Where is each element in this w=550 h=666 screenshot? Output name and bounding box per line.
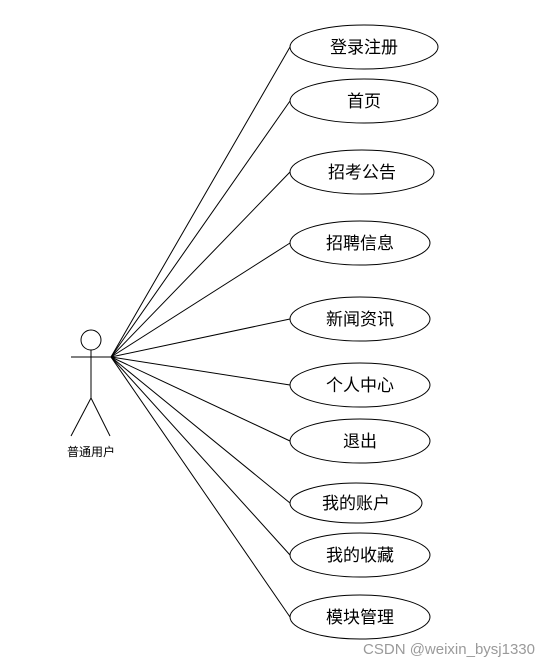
use-case-ellipse	[289, 532, 431, 578]
association-line-personal-center	[110, 356, 291, 386]
use-case-label: 首页	[347, 92, 381, 112]
watermark: CSDN @weixin_bysj1330	[363, 641, 535, 658]
actor-stick-figure: 普通用户	[67, 329, 115, 459]
use-case-label: 我的账户	[322, 494, 390, 514]
association-line-recruit-notice	[110, 171, 291, 358]
association-lines	[110, 46, 291, 618]
use-case-personal-center: 个人中心	[289, 362, 431, 408]
actor-label: 普通用户	[67, 444, 115, 459]
use-case-ellipse	[289, 594, 431, 640]
use-case-label: 登录注册	[330, 38, 398, 58]
use-case-job-info: 招聘信息	[289, 220, 431, 266]
use-case-label: 模块管理	[326, 608, 394, 628]
association-line-news	[110, 318, 291, 358]
use-case-ellipse	[289, 482, 423, 524]
use-case-label: 个人中心	[326, 376, 394, 396]
association-line-job-info	[110, 242, 291, 358]
association-line-login-register	[110, 46, 291, 358]
association-line-my-account	[110, 356, 291, 504]
use-case-label: 招聘信息	[326, 234, 394, 254]
association-line-logout	[110, 356, 291, 442]
association-line-module-management	[110, 356, 291, 618]
use-case-ellipse	[289, 296, 431, 342]
use-case-module-management: 模块管理	[289, 594, 431, 640]
use-case-news: 新闻资讯	[289, 296, 431, 342]
use-case-my-favorites: 我的收藏	[289, 532, 431, 578]
use-case-ellipse	[289, 78, 439, 124]
actor-left-leg	[70, 397, 92, 437]
use-case-label: 新闻资讯	[326, 310, 394, 330]
use-case-label: 招考公告	[328, 163, 396, 183]
use-case-ellipse	[289, 362, 431, 408]
use-case-ellipse	[289, 149, 435, 195]
actor-right-leg	[90, 397, 111, 437]
association-line-my-favorites	[110, 356, 291, 556]
use-case-login-register: 登录注册	[289, 24, 439, 70]
use-case-ellipse	[289, 220, 431, 266]
association-line-home	[110, 100, 291, 358]
actor-head	[80, 329, 102, 351]
use-case-ellipse	[289, 418, 431, 464]
use-case-label: 退出	[343, 432, 377, 452]
use-case-ellipse	[289, 24, 439, 70]
use-case-recruit-notice: 招考公告	[289, 149, 435, 195]
use-case-home: 首页	[289, 78, 439, 124]
use-case-logout: 退出	[289, 418, 431, 464]
use-case-my-account: 我的账户	[289, 482, 423, 524]
use-case-label: 我的收藏	[326, 546, 394, 566]
